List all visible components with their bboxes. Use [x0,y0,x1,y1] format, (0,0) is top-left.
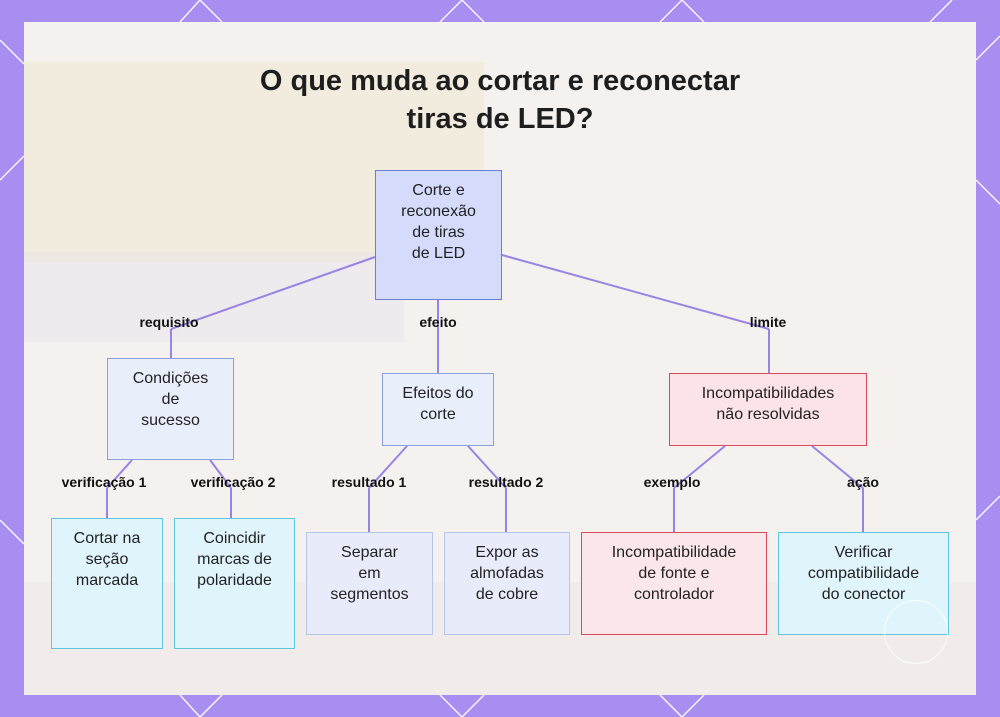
edge-label-resultado-2: resultado 2 [469,474,544,490]
node-separate-segments: Separar em segmentos [306,532,433,635]
edge-root-incompat [502,255,769,329]
node-expose-copper-pads: Expor as almofadas de cobre [444,532,570,635]
node-incompatibilities: Incompatibilidades não resolvidas [669,373,867,446]
edge-label-limite: limite [750,314,787,330]
node-cut-marked-section: Cortar na seção marcada [51,518,163,649]
node-psu-controller-incompat: Incompatibilidade de fonte e controlador [581,532,767,635]
node-match-polarity: Coincidir marcas de polaridade [174,518,295,649]
edge-label-efeito: efeito [419,314,456,330]
edge-label-exemplo: exemplo [644,474,701,490]
edge-label-acao: ação [847,474,879,490]
node-effects: Efeitos do corte [382,373,494,446]
edge-label-verificacao-1: verificação 1 [62,474,147,490]
node-root: Corte e reconexão de tiras de LED [375,170,502,300]
edge-label-requisito: requisito [139,314,198,330]
edge-root-conditions [171,257,375,329]
watermark-logo-icon [884,600,948,664]
edge-label-resultado-1: resultado 1 [332,474,407,490]
edge-label-verificacao-2: verificação 2 [191,474,276,490]
node-conditions: Condições de sucesso [107,358,234,460]
